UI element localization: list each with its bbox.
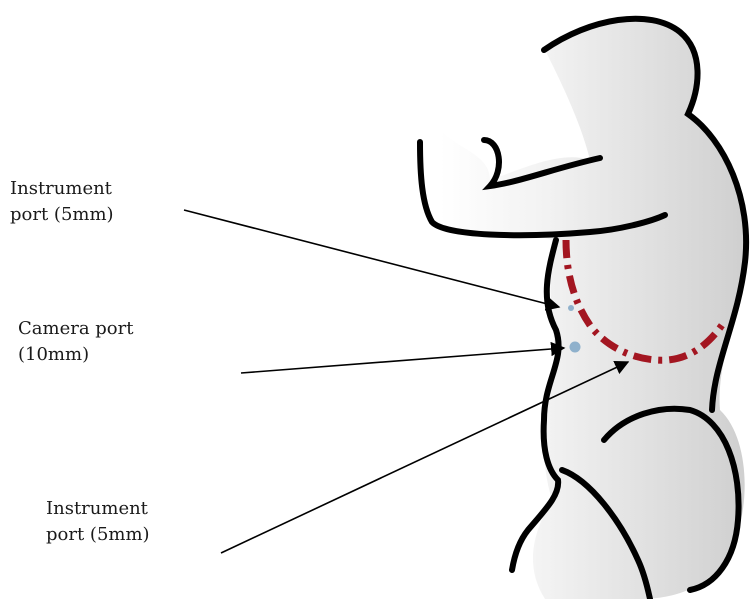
- instrument-port-bottom-line2: port (5mm): [46, 522, 150, 548]
- instrument-port-bottom-label: Instrument port (5mm): [46, 496, 150, 548]
- instrument-port-top-marker: [568, 305, 574, 311]
- camera-port-line2: (10mm): [18, 342, 133, 368]
- camera-port-marker: [570, 342, 581, 353]
- instrument-port-bottom-line1: Instrument: [46, 496, 150, 522]
- arrow-camera: [241, 348, 564, 373]
- camera-port-line1: Camera port: [18, 316, 133, 342]
- instrument-port-top-line1: Instrument: [10, 176, 114, 202]
- instrument-port-top-label: Instrument port (5mm): [10, 176, 114, 228]
- camera-port-label: Camera port (10mm): [18, 316, 133, 368]
- instrument-port-top-line2: port (5mm): [10, 202, 114, 228]
- body-silhouette-fill: [440, 20, 746, 599]
